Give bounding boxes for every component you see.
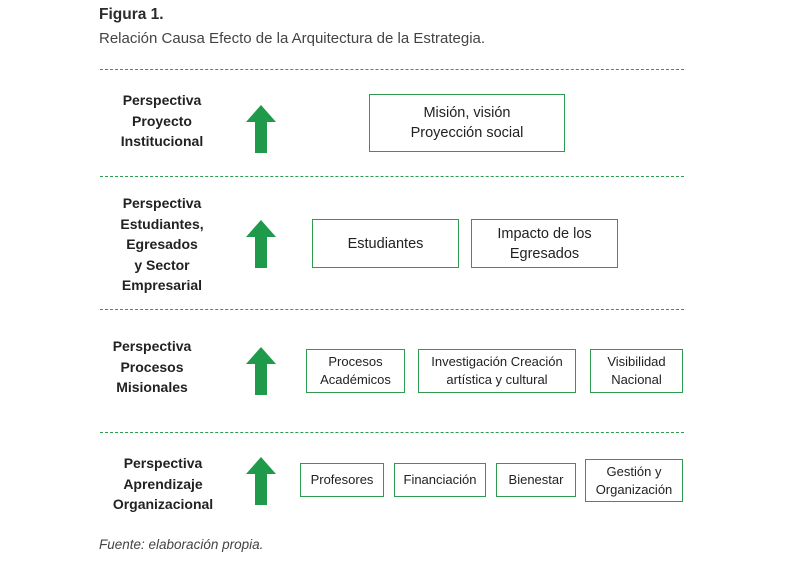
box-impacto-egresados: Impacto de los Egresados [471,219,618,268]
up-arrow-icon [246,347,276,395]
perspective-label-estudiantes-egresados: Perspectiva Estudiantes, Egresados y Sec… [120,195,204,293]
box-bienestar: Bienestar [496,463,576,497]
dashed-divider [100,176,684,177]
dashed-divider [100,69,684,70]
figure-subtitle: Relación Causa Efecto de la Arquitectura… [99,30,486,47]
up-arrow-icon [246,457,276,505]
box-estudiantes: Estudiantes [312,219,459,268]
perspective-label-proyecto-institucional: Perspectiva Proyecto Institucional [120,92,204,149]
box-profesores: Profesores [300,463,384,497]
figure-title: Figura 1. [99,6,164,23]
dashed-divider [100,309,684,310]
perspective-label-procesos-misionales: Perspectiva Procesos Misionales [112,338,192,395]
figure-source: Fuente: elaboración propia. [99,537,264,552]
box-visibilidad-nacional: Visibilidad Nacional [590,349,683,393]
perspective-label-aprendizaje-organizacional: Perspectiva Aprendizaje Organizacional [112,455,214,512]
box-gestion-organizacion: Gestión y Organización [585,459,683,502]
box-investigacion-creacion: Investigación Creación artística y cultu… [418,349,576,393]
up-arrow-icon [246,220,276,268]
box-financiacion: Financiación [394,463,486,497]
box-mision-vision: Misión, visión Proyección social [369,94,565,152]
box-procesos-academicos: Procesos Académicos [306,349,405,393]
dashed-divider [100,432,684,433]
up-arrow-icon [246,105,276,153]
